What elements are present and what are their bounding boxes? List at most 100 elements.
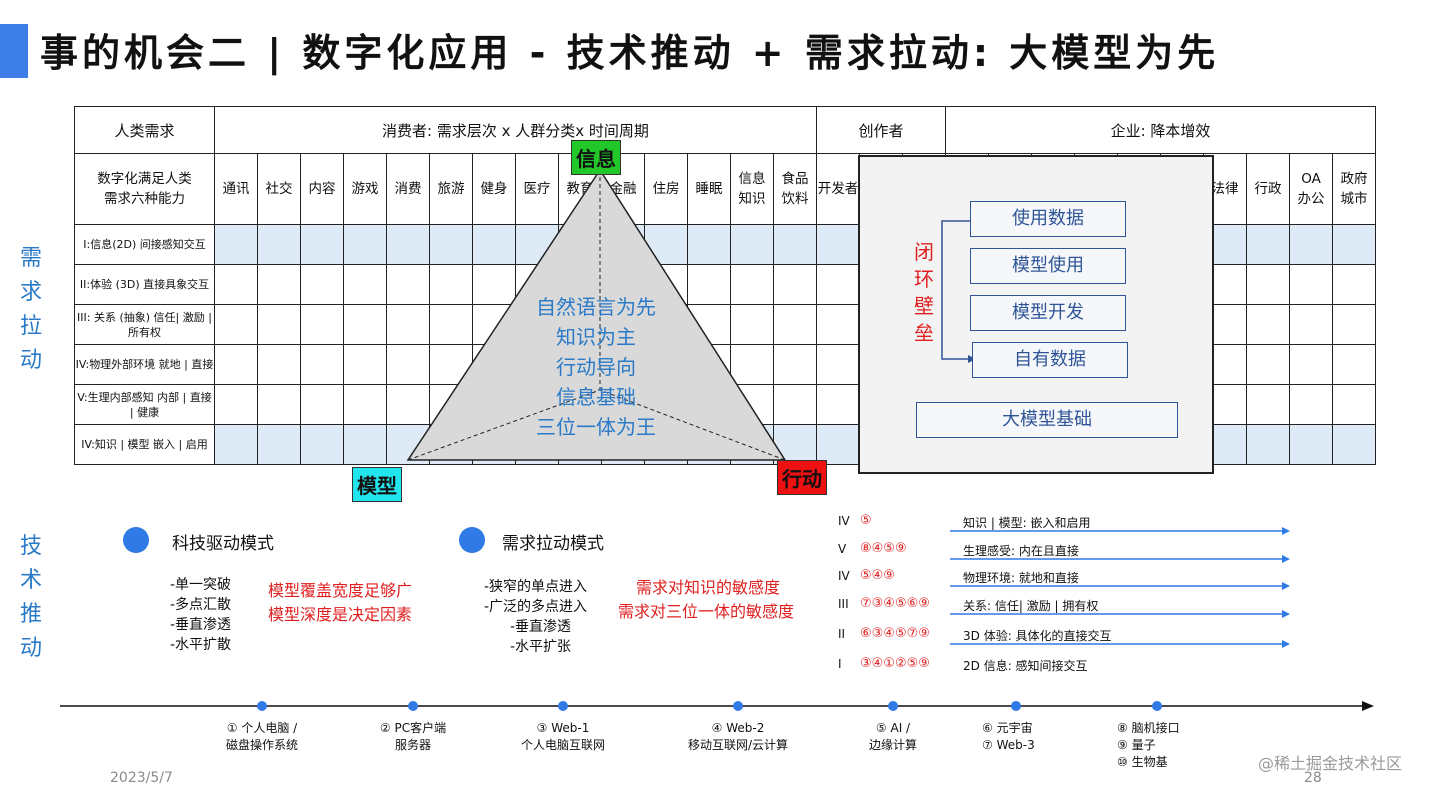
- row-label: III: 关系 (抽象) 信任| 激励 | 所有权: [74, 304, 215, 345]
- sub-header-category: 行政: [1246, 153, 1290, 225]
- box-usage-data: 使用数据: [970, 201, 1126, 237]
- level-codes: ⑦③④⑤⑥⑨: [860, 596, 930, 611]
- timeline-label-line: 移动互联网/云计算: [687, 738, 789, 752]
- table-cell: [1289, 264, 1333, 305]
- table-cell: [214, 264, 258, 305]
- list-item: -垂直渗透: [510, 619, 572, 635]
- side-label-char: 技: [19, 534, 42, 559]
- timeline-dot: [408, 701, 418, 711]
- timeline-label: ① 个人电脑 / 磁盘操作系统: [202, 720, 322, 754]
- timeline-dot: [1152, 701, 1162, 711]
- table-cell: [730, 344, 774, 385]
- table-cell: [1289, 424, 1333, 465]
- level-codes: ⑤: [860, 513, 872, 528]
- triangle-inner-line: [599, 389, 786, 461]
- table-cell: [343, 304, 387, 345]
- table-cell: [300, 304, 344, 345]
- table-cell: [773, 344, 817, 385]
- list-item: -垂直渗透: [170, 617, 232, 633]
- level-arrow: [950, 582, 1290, 590]
- loop-char: 环: [914, 267, 934, 291]
- footer-date: 2023/5/7: [110, 770, 173, 786]
- closed-loop-panel: 闭 环 壁 垒 使用数据 模型使用 模型开发 自有数据 大模型基础: [858, 155, 1214, 474]
- demand-mode-items: -狭窄的单点进入 -广泛的多点进入 -垂直渗透 -水平扩张: [484, 577, 587, 657]
- triangle-shape: [406, 168, 787, 461]
- table-cell: [1289, 304, 1333, 345]
- row-label: I:信息(2D) 间接感知交互: [74, 224, 215, 265]
- table-cell: [1289, 344, 1333, 385]
- watermark: @稀土掘金技术社区: [1258, 754, 1403, 773]
- table-cell: [1246, 424, 1290, 465]
- side-label-char: 求: [19, 280, 42, 305]
- timeline-label-line: 边缘计算: [868, 738, 917, 752]
- note-item: 模型深度是决定因素: [268, 605, 413, 624]
- table-cell: [773, 264, 817, 305]
- header-human-needs: 人类需求: [74, 106, 215, 154]
- row-label: IV:知识 | 模型 嵌入 | 启用: [74, 424, 215, 465]
- timeline-label-line: ⑧ 脑机接口: [1117, 721, 1180, 735]
- list-item: -水平扩张: [510, 639, 572, 655]
- timeline-label: ⑤ AI /边缘计算: [833, 720, 953, 754]
- header-creator: 创作者: [816, 106, 946, 154]
- table-cell: [214, 224, 258, 265]
- timeline-label-line: ② PC客户端: [379, 721, 447, 735]
- table-cell: [816, 224, 860, 265]
- row-label: II:体验 (3D) 直接具象交互: [74, 264, 215, 305]
- level-codes: ⑥③④⑤⑦⑨: [860, 626, 930, 641]
- timeline-label-line: 磁盘操作系统: [225, 738, 298, 752]
- table-cell: [773, 384, 817, 425]
- table-cell: [1332, 224, 1376, 265]
- level-desc: 3D 体验: 具体化的直接交互: [963, 629, 1112, 643]
- demand-mode-notes: 需求对知识的敏感度 需求对三位一体的敏感度: [618, 576, 794, 624]
- triangle-label-info: 信息: [571, 140, 621, 175]
- table-cell: [257, 384, 301, 425]
- level-roman: V: [838, 542, 847, 556]
- table-cell: [214, 384, 258, 425]
- page-title: 事的机会二 | 数字化应用 - 技术推动 + 需求拉动: 大模型为先: [40, 31, 1220, 75]
- table-cell: [730, 224, 774, 265]
- timeline-label-line: ⑦ Web-3: [982, 738, 1035, 752]
- triangle-label-action: 行动: [777, 460, 827, 495]
- table-cell: [343, 224, 387, 265]
- table-cell: [343, 424, 387, 465]
- table-cell: [1332, 344, 1376, 385]
- table-cell: [1246, 384, 1290, 425]
- sub-header-category: OA办公: [1289, 153, 1333, 225]
- triangle-inner-line: [407, 389, 601, 461]
- side-label-demand: 需 求 拉 动: [16, 242, 46, 378]
- side-label-char: 需: [19, 246, 42, 271]
- side-label-char: 推: [19, 602, 42, 627]
- loop-char: 闭: [914, 240, 934, 264]
- header-enterprise: 企业: 降本增效: [945, 106, 1376, 154]
- timeline-dot: [733, 701, 743, 711]
- timeline-label-line: ① 个人电脑 /: [226, 721, 298, 735]
- loop-char: 壁: [914, 294, 934, 318]
- table-cell: [816, 264, 860, 305]
- list-item: -水平扩散: [170, 637, 232, 653]
- loop-char: 垒: [914, 321, 934, 345]
- timeline-label: ② PC客户端服务器: [353, 720, 473, 754]
- triangle-diagram: [406, 168, 787, 461]
- level-arrow: [950, 555, 1290, 563]
- level-arrow: [950, 527, 1290, 535]
- page-number: 28: [1304, 770, 1322, 786]
- level-desc: 物理环境: 就地和直接: [963, 571, 1079, 585]
- level-codes: ⑤④⑨: [860, 568, 895, 583]
- table-cell: [257, 424, 301, 465]
- sub-header-category: 住房: [644, 153, 688, 225]
- table-cell: [773, 224, 817, 265]
- table-cell: [472, 264, 516, 305]
- table-cell: [1246, 224, 1290, 265]
- level-roman: I: [838, 657, 842, 671]
- sub-header-category: 内容: [300, 153, 344, 225]
- triangle-line: 自然语言为先: [536, 295, 656, 319]
- table-cell: [1246, 264, 1290, 305]
- sub-header-category: 开发者: [816, 153, 860, 225]
- box-llm-base: 大模型基础: [916, 402, 1178, 438]
- level-desc: 生理感受: 内在且直接: [963, 544, 1079, 558]
- triangle-line: 三位一体为王: [536, 415, 656, 439]
- table-cell: [730, 264, 774, 305]
- sub-header-category: 信息知识: [730, 153, 774, 225]
